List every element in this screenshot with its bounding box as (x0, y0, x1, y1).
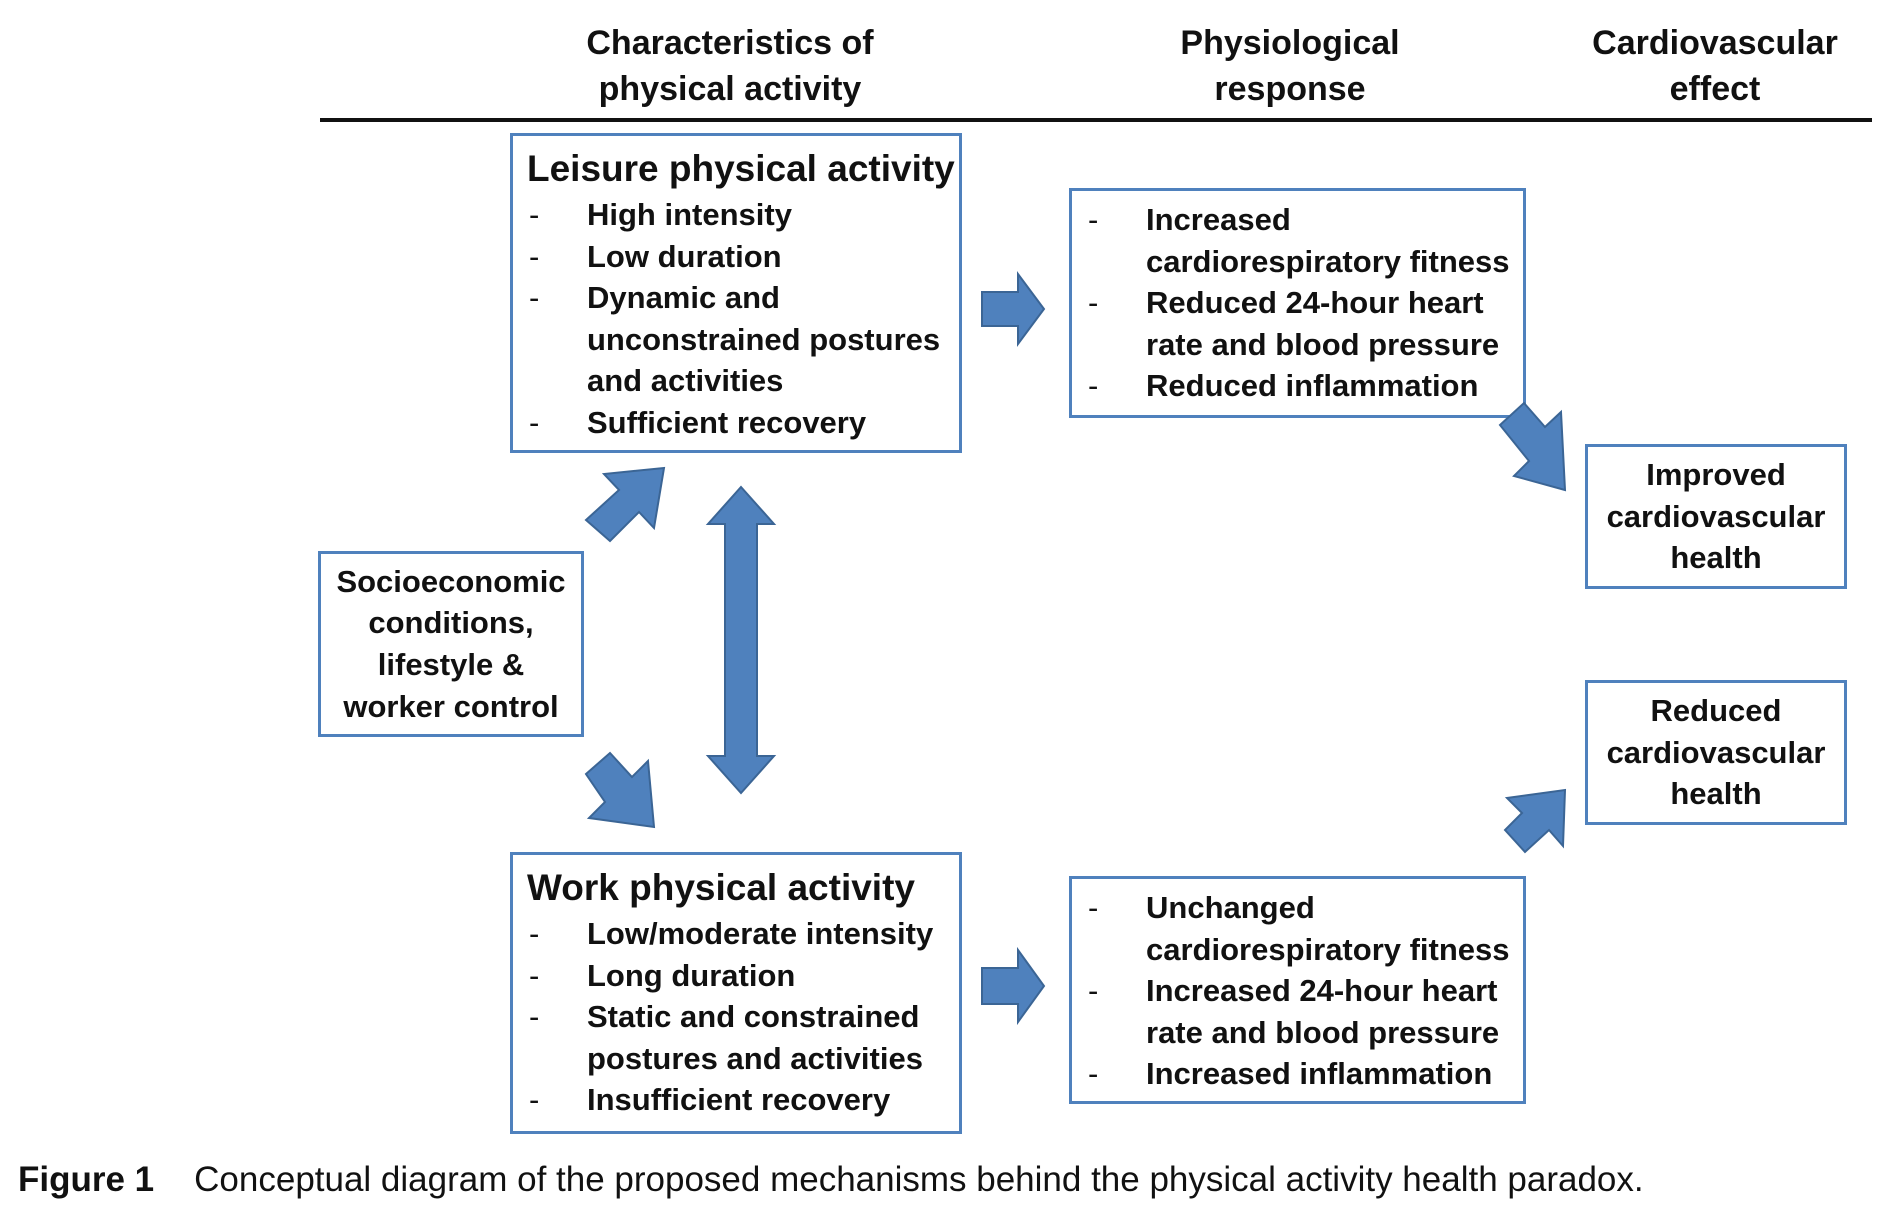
header-physiological-line: response (1214, 70, 1366, 108)
list-item-text: Reduced 24-hour heart (1146, 285, 1484, 321)
header-cardiovascular-line: effect (1669, 70, 1761, 108)
work-activity-list: Low/moderate intensity Long duration Sta… (527, 913, 933, 1121)
socioeconomic-line: lifestyle & (377, 647, 525, 682)
work-activity-box: Work physical activity Low/moderate inte… (510, 852, 962, 1134)
list-item-text: Static and constrained (587, 999, 920, 1035)
arrow-work-to-response-icon (981, 946, 1046, 1026)
list-item-text: Long duration (587, 957, 796, 993)
list-item-text: Low/moderate intensity (587, 916, 934, 951)
list-item-text: rate and blood pressure (1146, 326, 1500, 362)
list-item: Reduced 24-hour heart rate and blood pre… (1086, 282, 1510, 365)
header-characteristics-line: Characteristics of (586, 24, 874, 62)
list-item-text: Increased 24-hour heart (1146, 973, 1498, 1009)
list-item: Insufficient recovery (527, 1079, 933, 1121)
list-item: Reduced inflammation (1086, 365, 1510, 407)
leisure-response-box: Increased cardiorespiratory fitness Redu… (1069, 188, 1526, 418)
header-physiological: Physiological response (1140, 20, 1440, 112)
list-item-text: Low duration (587, 238, 782, 274)
figure-caption-label: Figure 1 (18, 1160, 155, 1199)
header-characteristics-line: physical activity (598, 70, 862, 108)
work-activity-title: Work physical activity (527, 867, 915, 908)
leisure-activity-list: High intensity Low duration Dynamic and … (527, 194, 940, 444)
leisure-response-list: Increased cardiorespiratory fitness Redu… (1086, 199, 1510, 407)
list-item-text: postures and activities (587, 1040, 923, 1076)
list-item: Sufficient recovery (527, 402, 940, 444)
work-response-list: Unchanged cardiorespiratory fitness Incr… (1086, 887, 1510, 1095)
list-item-text: and activities (587, 363, 784, 399)
list-item-text: Sufficient recovery (587, 404, 867, 440)
list-item-text: cardiorespiratory fitness (1146, 243, 1510, 279)
list-item-text: Reduced inflammation (1146, 368, 1479, 404)
list-item-text: Increased (1146, 202, 1291, 237)
header-divider (320, 118, 1872, 122)
improved-health-line: health (1670, 540, 1762, 576)
arrow-leisure-to-response-icon (981, 270, 1046, 348)
header-cardiovascular: Cardiovascular effect (1565, 20, 1865, 112)
arrow-to-reduced-health-icon (1503, 788, 1567, 854)
list-item: Low/moderate intensity (527, 913, 933, 955)
list-item-text: Insufficient recovery (587, 1082, 891, 1118)
double-arrow-icon (705, 485, 777, 795)
list-item-text: Dynamic and (587, 280, 780, 316)
figure-caption: Figure 1 Conceptual diagram of the propos… (18, 1160, 1644, 1200)
socioeconomic-box: Socioeconomic conditions, lifestyle & wo… (318, 551, 584, 737)
list-item-text: unconstrained postures (587, 321, 941, 357)
leisure-activity-title: Leisure physical activity (527, 148, 955, 189)
reduced-health-box: Reduced cardiovascular health (1585, 680, 1847, 825)
socioeconomic-line: Socioeconomic (336, 563, 566, 599)
reduced-health-line: Reduced (1650, 693, 1782, 729)
list-item: Static and constrained postures and acti… (527, 996, 933, 1079)
socioeconomic-line: worker control (343, 688, 559, 724)
socioeconomic-line: conditions, (368, 605, 534, 641)
list-item-text: Increased inflammation (1146, 1056, 1493, 1092)
work-response-box: Unchanged cardiorespiratory fitness Incr… (1069, 876, 1526, 1104)
leisure-activity-box: Leisure physical activity High intensity… (510, 133, 962, 453)
header-cardiovascular-line: Cardiovascular (1592, 24, 1838, 62)
improved-health-box: Improved cardiovascular health (1585, 444, 1847, 589)
list-item: Low duration (527, 236, 940, 278)
list-item: Dynamic and unconstrained postures and a… (527, 277, 940, 402)
header-characteristics: Characteristics of physical activity (530, 20, 930, 112)
header-physiological-line: Physiological (1180, 24, 1400, 62)
arrow-socio-to-leisure-icon (584, 466, 666, 543)
list-item: Increased cardiorespiratory fitness (1086, 199, 1510, 282)
figure-caption-text: Conceptual diagram of the proposed mecha… (194, 1160, 1644, 1199)
list-item-text: cardiorespiratory fitness (1146, 931, 1510, 967)
arrow-socio-to-work-icon (584, 751, 656, 829)
list-item: Increased inflammation (1086, 1053, 1510, 1095)
list-item-text: High intensity (587, 197, 792, 232)
reduced-health-line: health (1670, 776, 1762, 812)
arrow-to-improved-health-icon (1498, 401, 1567, 492)
list-item: High intensity (527, 194, 940, 236)
list-item-text: rate and blood pressure (1146, 1014, 1500, 1050)
improved-health-line: Improved (1646, 457, 1786, 493)
list-item: Increased 24-hour heart rate and blood p… (1086, 970, 1510, 1053)
list-item: Unchanged cardiorespiratory fitness (1086, 887, 1510, 970)
improved-health-line: cardiovascular (1606, 498, 1826, 534)
list-item-text: Unchanged (1146, 890, 1315, 925)
reduced-health-line: cardiovascular (1606, 734, 1826, 770)
list-item: Long duration (527, 955, 933, 997)
